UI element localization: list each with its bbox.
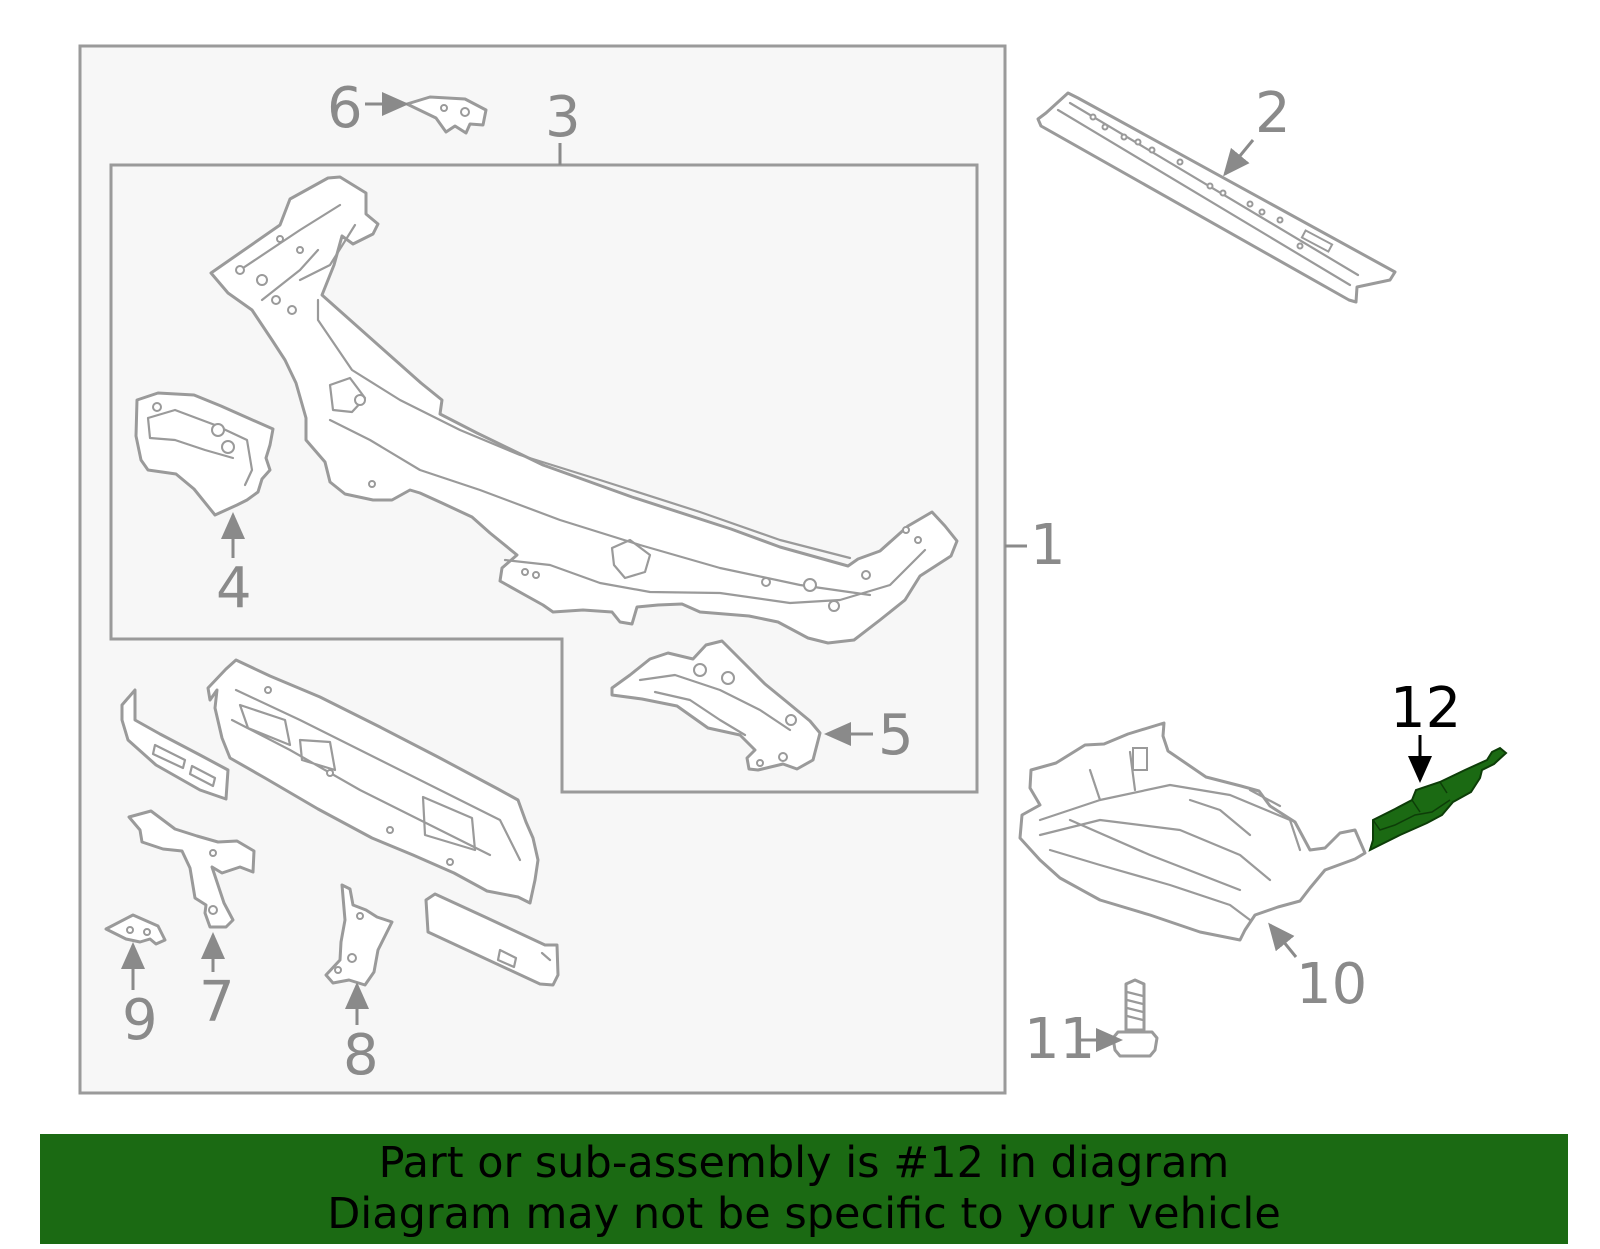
callout-2-leader [1223, 139, 1255, 177]
part-8-bracket[interactable] [324, 883, 394, 987]
part-4-bracket[interactable] [134, 391, 275, 517]
callout-4: 4 [216, 556, 252, 621]
callout-5: 5 [878, 703, 914, 768]
callout-8: 8 [343, 1023, 379, 1088]
info-banner: Part or sub-assembly is #12 in diagram D… [40, 1134, 1568, 1244]
part-10-undercover[interactable] [1018, 721, 1367, 942]
part-lower-right-strip[interactable] [424, 892, 560, 987]
callout-2: 2 [1255, 81, 1291, 146]
part-12-selected[interactable] [1368, 746, 1508, 852]
callout-10: 10 [1296, 952, 1367, 1017]
part-lower-strip[interactable] [120, 688, 230, 801]
banner-line-1: Part or sub-assembly is #12 in diagram [378, 1138, 1230, 1188]
part-lower-panel[interactable] [206, 658, 540, 905]
part-9-plate[interactable] [104, 913, 167, 946]
part-3-radiator-support[interactable] [209, 175, 959, 645]
callout-6: 6 [327, 76, 363, 141]
part-11-bolt[interactable] [1111, 978, 1159, 1058]
callout-10-leader [1268, 922, 1298, 958]
callout-9: 9 [122, 988, 158, 1053]
banner-line-2: Diagram may not be specific to your vehi… [327, 1189, 1281, 1239]
callout-7: 7 [199, 970, 235, 1035]
part-6-bracket[interactable] [405, 95, 488, 135]
part-2-upper-rail[interactable] [1036, 91, 1397, 304]
callout-11: 11 [1024, 1007, 1095, 1072]
part-7-stay[interactable] [127, 809, 256, 929]
part-5-bracket[interactable] [610, 639, 822, 772]
callout-12-selected: 12 [1390, 676, 1461, 741]
callout-3: 3 [545, 85, 581, 150]
callout-1: 1 [1030, 513, 1066, 578]
